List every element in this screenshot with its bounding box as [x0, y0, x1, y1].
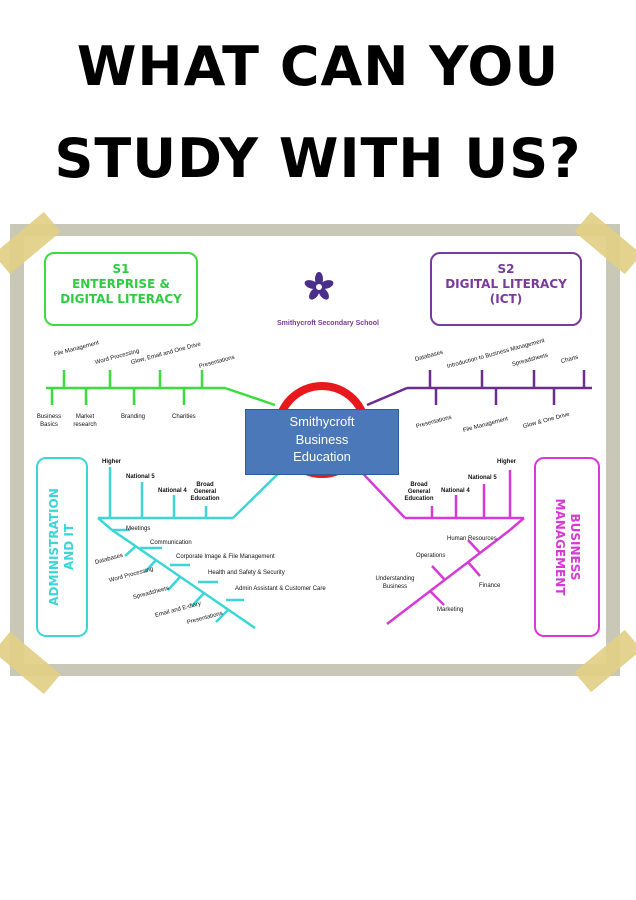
admin-level-bge-3: Education: [190, 496, 220, 502]
admin-level-bge: Broad General Education: [190, 482, 220, 502]
s1-title: S1: [112, 262, 130, 276]
bm-level-bge-2: General: [407, 489, 431, 495]
bm-branch: [351, 461, 525, 625]
bm-title: BUSINESS MANAGEMENT: [552, 499, 582, 596]
bm-level-bge-1: Broad: [410, 482, 428, 488]
s1-topic-business-basics-1: Business: [36, 414, 62, 420]
s1-line2: ENTERPRISE &: [72, 277, 170, 291]
admin-level-n5: National 5: [126, 474, 155, 480]
headline-line-1: WHAT CAN YOU: [76, 35, 560, 98]
bm-topic-understanding-business: Understanding Business: [372, 576, 418, 590]
admin-topic-communication: Communication: [150, 540, 192, 546]
s1-topic-branding: Branding: [121, 414, 146, 420]
s2-line3: (ICT): [489, 292, 523, 306]
bm-topic-hr: Human Resources: [447, 536, 497, 542]
s1-box: S1 ENTERPRISE & DIGITAL LITERACY: [44, 252, 198, 326]
s1-topic-business-basics-2: Basics: [40, 422, 58, 428]
s2-line2: DIGITAL LITERACY: [445, 277, 567, 291]
admin-level-bge-2: General: [193, 489, 217, 495]
bm-topic-operations: Operations: [416, 553, 446, 559]
admin-title: ADMINISTRATION AND IT: [47, 488, 77, 605]
bm-level-n5: National 5: [468, 475, 497, 481]
admin-topic-admin-assistant: Admin Assistant & Customer Care: [235, 586, 326, 592]
s1-line3: DIGITAL LITERACY: [60, 292, 182, 306]
bm-topic-finance: Finance: [479, 583, 501, 589]
bm-level-higher: Higher: [497, 459, 517, 465]
center-box: Smithycroft Business Education: [245, 409, 399, 475]
admin-level-higher: Higher: [102, 459, 122, 465]
admin-topic-health-safety: Health and Safety & Security: [208, 570, 285, 576]
s1-topic-market-research: Market research: [70, 414, 100, 428]
bm-title-2: MANAGEMENT: [553, 498, 567, 596]
admin-level-n4: National 4: [158, 488, 187, 494]
s1-topic-market-research-2: research: [73, 422, 97, 428]
center-line-3: Education: [293, 449, 351, 465]
s2-box: S2 DIGITAL LITERACY (ICT): [430, 252, 582, 326]
admin-branch: [97, 461, 291, 630]
s1-topic-business-basics: Business Basics: [34, 414, 64, 428]
bm-title-1: BUSINESS: [568, 513, 582, 581]
bm-level-bge-3: Education: [404, 496, 434, 502]
flower-logo-icon: [304, 272, 334, 302]
s2-branch: [366, 370, 592, 407]
admin-title-2: AND IT: [62, 523, 76, 571]
s2-title: S2: [497, 262, 515, 276]
bm-box: [534, 457, 600, 637]
admin-title-1: ADMINISTRATION: [47, 488, 61, 606]
logo-text: Smithycroft Secondary School: [277, 320, 379, 327]
s1-branch: [46, 370, 276, 407]
admin-topic-corporate-image: Corporate Image & File Management: [176, 554, 275, 560]
center-line-2: Business: [295, 431, 349, 447]
s1-topic-charities: Charities: [172, 414, 196, 420]
admin-level-bge-1: Broad: [196, 482, 214, 488]
bm-level-bge: Broad General Education: [404, 482, 434, 502]
bm-topic-understanding-2: Business: [382, 584, 408, 590]
bm-topic-understanding-1: Understanding: [375, 576, 415, 582]
bm-level-n4: National 4: [441, 488, 470, 494]
bm-topic-marketing: Marketing: [437, 607, 464, 613]
s1-topic-market-research-1: Market: [75, 414, 95, 420]
headline-line-2: STUDY WITH US?: [54, 127, 582, 190]
admin-box: [36, 457, 88, 637]
admin-topic-meetings: Meetings: [126, 526, 151, 532]
center-line-1: Smithycroft: [289, 414, 355, 429]
